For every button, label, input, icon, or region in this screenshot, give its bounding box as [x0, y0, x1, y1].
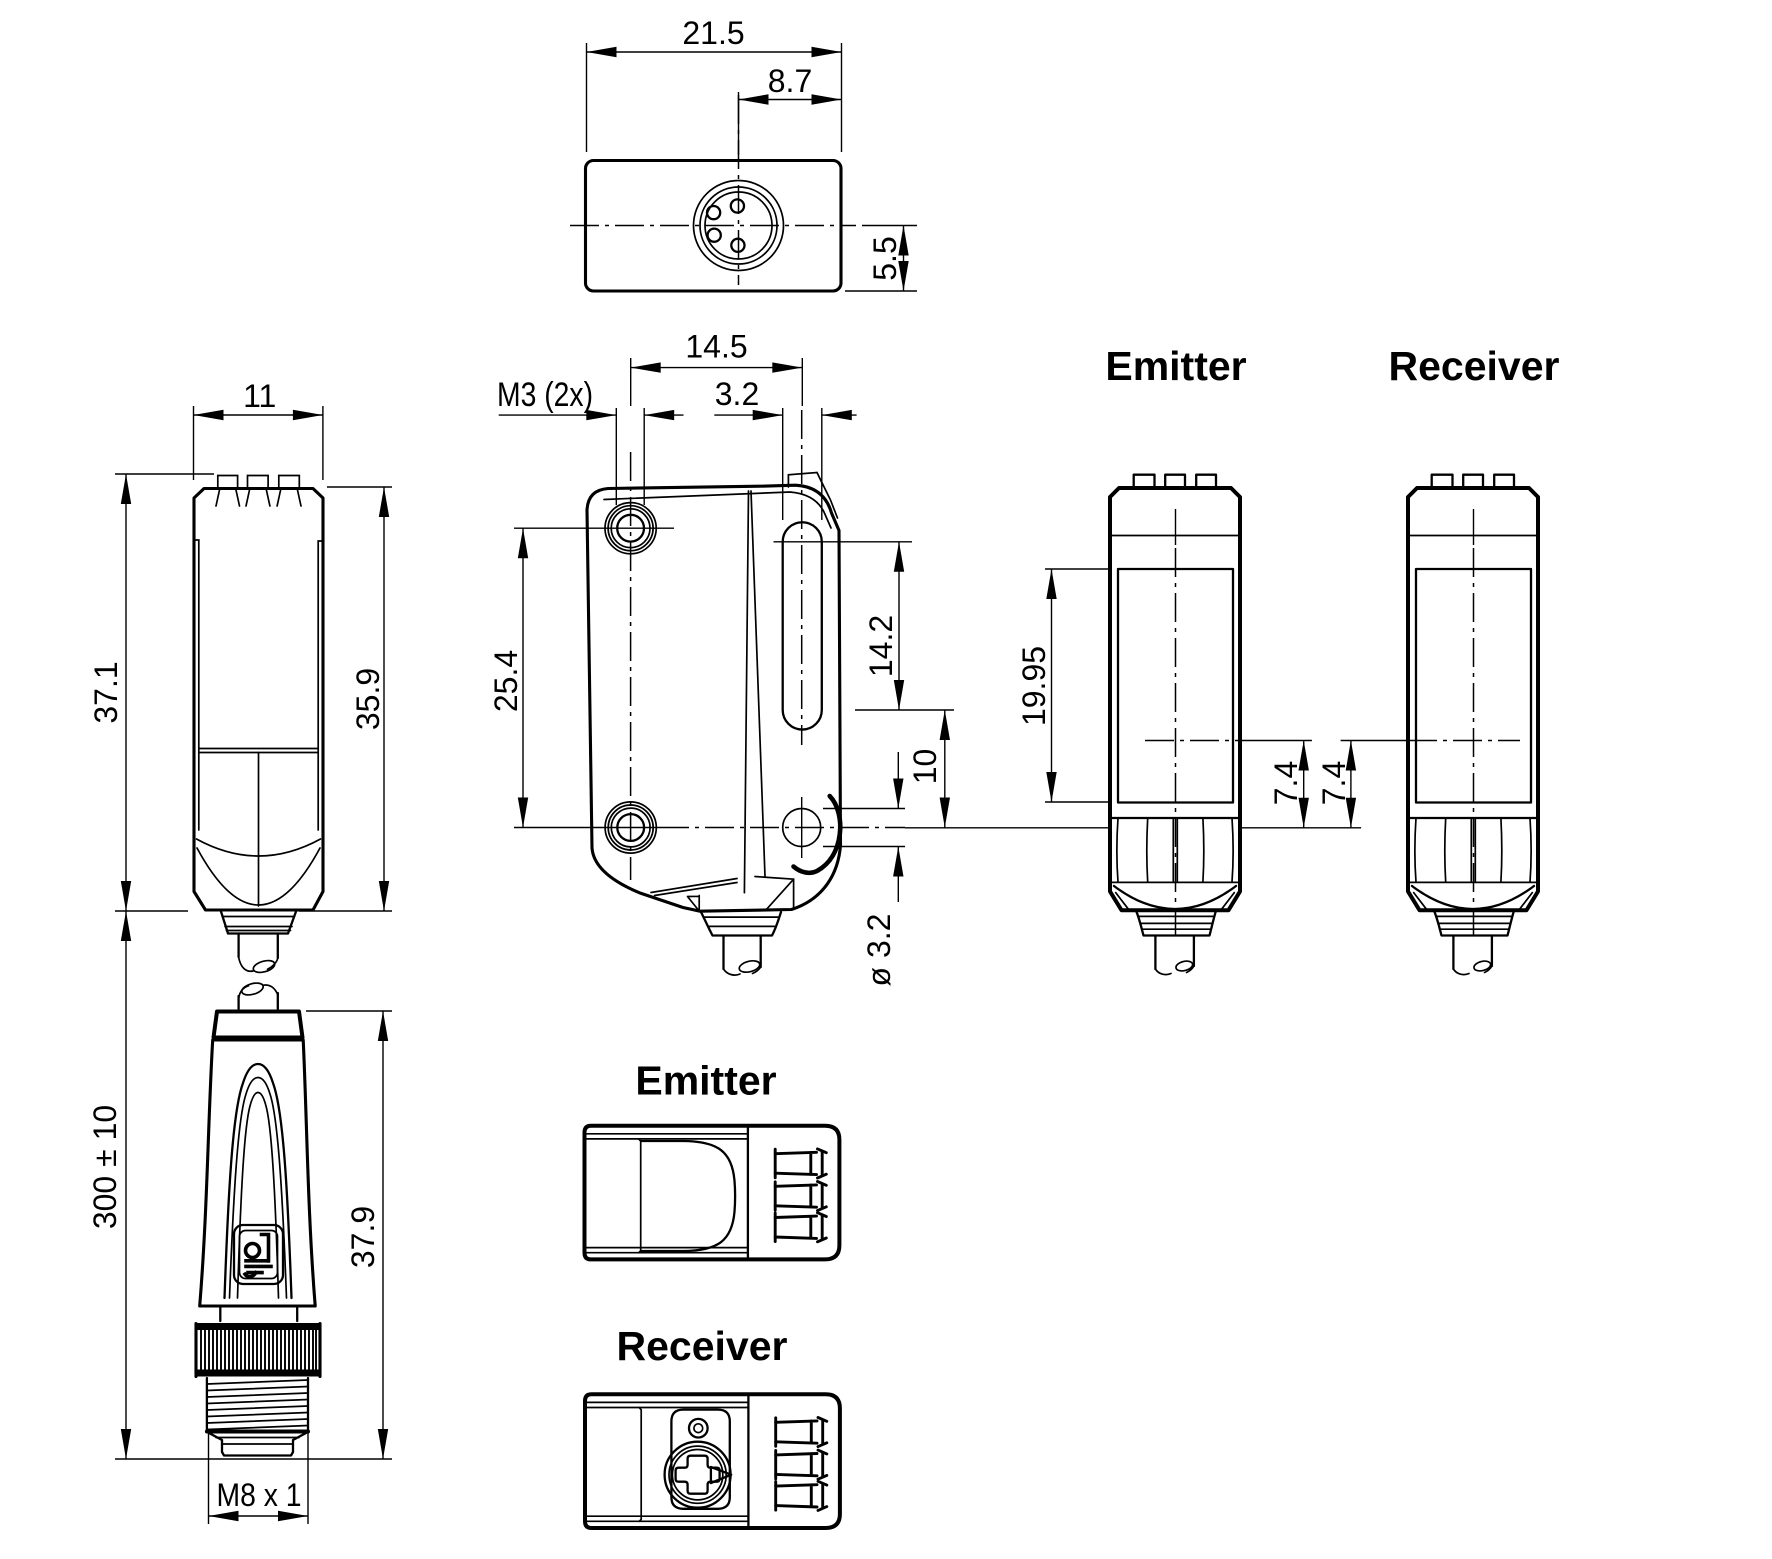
svg-text:ø 3.2: ø 3.2 — [861, 914, 897, 987]
svg-text:37.9: 37.9 — [345, 1206, 381, 1268]
svg-text:Emitter: Emitter — [635, 1058, 776, 1104]
svg-text:M8 x 1: M8 x 1 — [217, 1477, 302, 1513]
svg-text:14.5: 14.5 — [685, 329, 747, 365]
svg-text:35.9: 35.9 — [350, 668, 386, 730]
svg-text:7.4: 7.4 — [1316, 761, 1352, 805]
svg-text:Receiver: Receiver — [1389, 343, 1560, 389]
svg-text:25.4: 25.4 — [488, 650, 524, 712]
svg-text:37.1: 37.1 — [88, 661, 124, 723]
svg-text:7.4: 7.4 — [1268, 761, 1304, 805]
svg-text:300 ± 10: 300 ± 10 — [87, 1105, 123, 1229]
svg-text:M3 (2x): M3 (2x) — [497, 376, 593, 414]
svg-text:3.2: 3.2 — [715, 376, 759, 412]
svg-text:11: 11 — [243, 378, 276, 414]
svg-text:19.95: 19.95 — [1016, 646, 1052, 726]
svg-text:14.2: 14.2 — [863, 615, 899, 677]
svg-text:21.5: 21.5 — [682, 15, 744, 51]
svg-text:Receiver: Receiver — [617, 1323, 788, 1369]
svg-text:5.5: 5.5 — [867, 236, 903, 280]
svg-text:Emitter: Emitter — [1105, 343, 1246, 389]
svg-text:8.7: 8.7 — [768, 63, 812, 99]
svg-text:10: 10 — [907, 749, 943, 785]
